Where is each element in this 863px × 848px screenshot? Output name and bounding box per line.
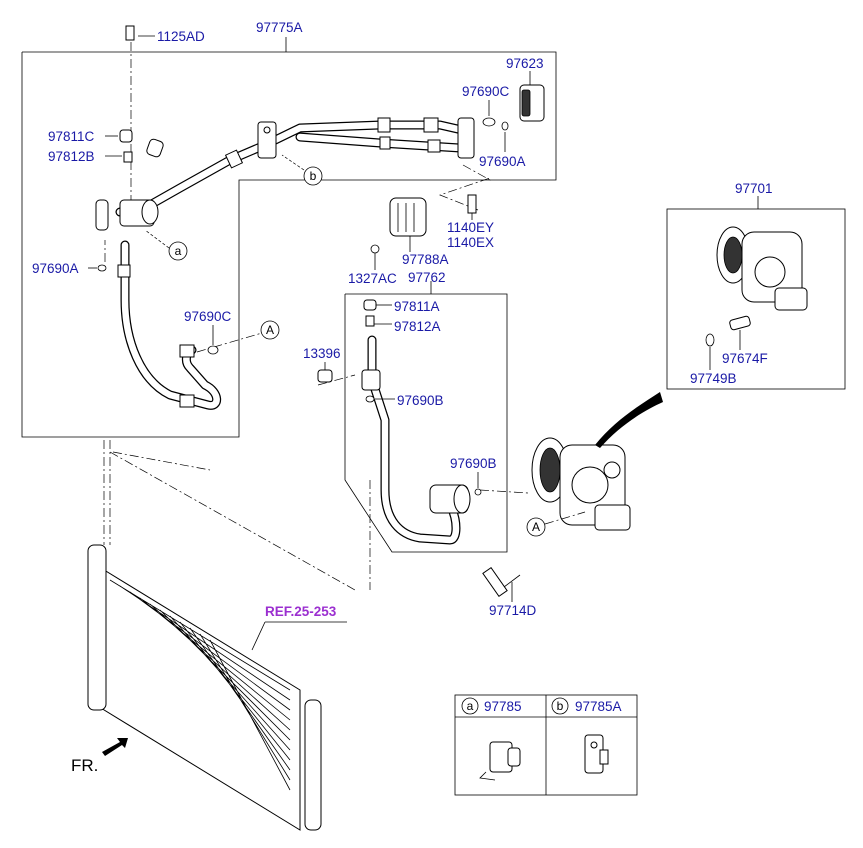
label-97749B: 97749B [690, 371, 737, 386]
svg-text:A: A [266, 323, 274, 337]
callout-a-small: a [144, 229, 188, 261]
label-1140EX: 1140EX [447, 235, 494, 250]
svg-text:a: a [467, 699, 474, 713]
suction-hose-assembly [95, 25, 545, 410]
label-13396: 13396 [303, 346, 341, 361]
discharge-hose-assembly [317, 194, 482, 545]
callout-A-upper: A [260, 320, 280, 340]
label-1125AD: 1125AD [157, 29, 205, 44]
label-97762: 97762 [408, 270, 446, 285]
label-97690A-top: 97690A [479, 154, 526, 169]
svg-text:b: b [310, 169, 317, 183]
label-97714D: 97714D [489, 603, 537, 618]
label-1327AC: 1327AC [348, 271, 397, 286]
ref-label: REF.25-253 [265, 604, 337, 619]
label-97812A: 97812A [394, 319, 441, 334]
label-97701: 97701 [735, 181, 773, 196]
svg-text:a: a [175, 244, 182, 258]
svg-text:A: A [532, 520, 540, 534]
callout-A-lower: A [526, 511, 586, 537]
front-arrow-icon [102, 738, 128, 756]
legend-part-a: 97785 [484, 699, 522, 714]
label-97811A: 97811A [394, 299, 440, 314]
label-97690C-mid: 97690C [184, 309, 232, 324]
condenser [87, 544, 347, 831]
label-97690A-left: 97690A [32, 261, 79, 276]
compressor-detail [705, 226, 808, 347]
svg-text:b: b [557, 699, 564, 713]
label-97788A: 97788A [402, 252, 449, 267]
legend-part-b: 97785A [575, 699, 622, 714]
label-97775A: 97775A [256, 20, 303, 35]
front-label: FR. [71, 756, 98, 775]
label-97690C-top: 97690C [462, 84, 510, 99]
label-1140EY: 1140EY [447, 220, 494, 235]
detail-pointer-icon [595, 392, 663, 448]
compressor-main [482, 437, 631, 598]
callout-b-small: b [281, 154, 323, 186]
label-97674F: 97674F [722, 351, 768, 366]
label-97811C: 97811C [48, 129, 95, 144]
label-97690B-lower: 97690B [450, 456, 497, 471]
compressor-box [666, 208, 846, 390]
legend-table: a 97785 b 97785A [454, 694, 638, 796]
label-97812B: 97812B [48, 149, 95, 164]
label-97690B-upper: 97690B [397, 393, 444, 408]
discharge-hose-box [344, 293, 508, 553]
label-97623: 97623 [506, 56, 544, 71]
suction-hose-box [21, 51, 557, 438]
